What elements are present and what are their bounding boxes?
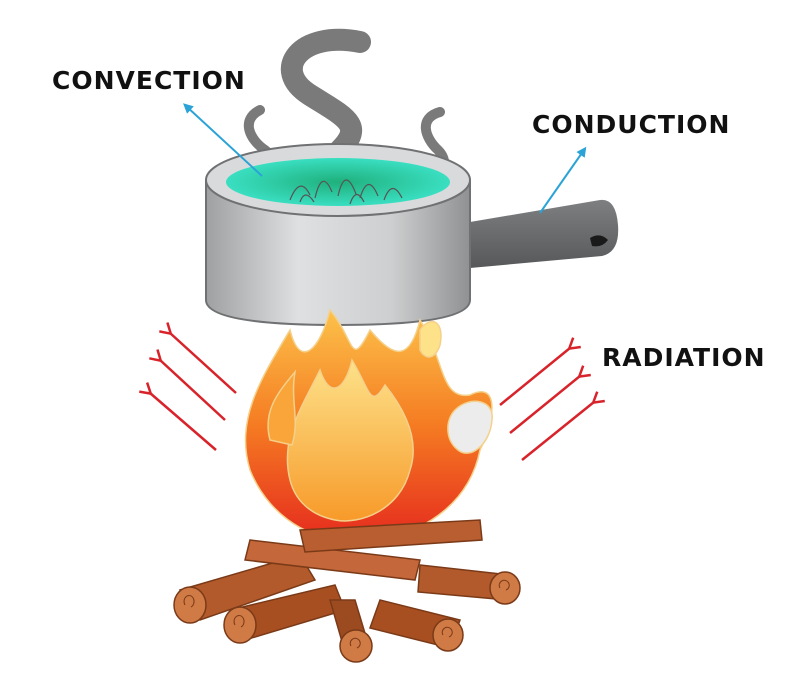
- convection-label: CONVECTION: [52, 66, 246, 95]
- water-surface: [226, 158, 450, 206]
- saucepan-icon: [205, 143, 471, 327]
- radiation-arrows-left: [150, 333, 237, 451]
- fire-flames: [244, 308, 493, 543]
- radiation-arrows-right: [499, 348, 594, 461]
- campfire-icon: [173, 519, 521, 663]
- convection-currents: [289, 179, 403, 205]
- radiation-label: RADIATION: [602, 343, 766, 372]
- conduction-label: CONDUCTION: [532, 110, 731, 139]
- convection-arrow: [183, 103, 263, 177]
- conduction-arrow: [539, 146, 587, 214]
